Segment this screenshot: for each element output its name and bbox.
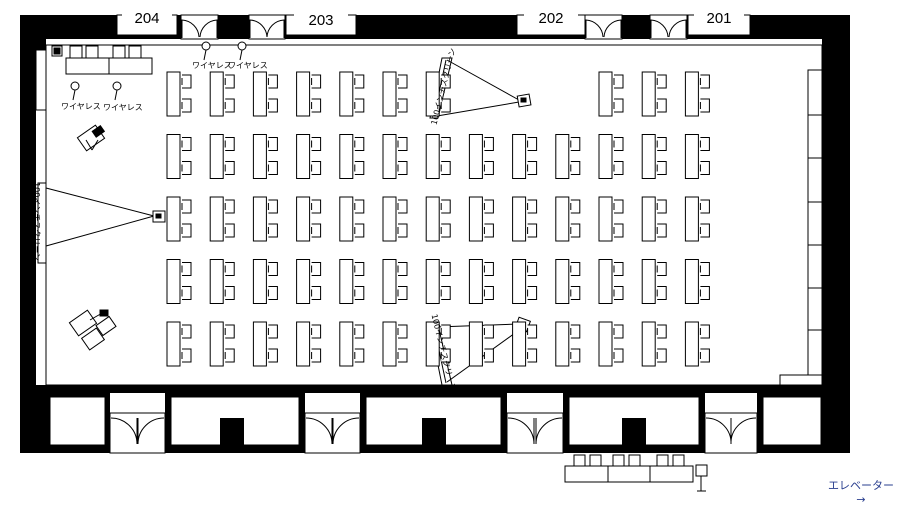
desk-seat: [512, 259, 538, 304]
desk-seat: [512, 196, 538, 242]
desk-seat: [555, 196, 581, 242]
desk-seat: [641, 259, 667, 304]
wireless-mics: [70, 41, 247, 101]
main-projection: [37, 182, 166, 264]
desk-seat: [512, 321, 538, 367]
desk-seat: [684, 134, 710, 179]
desk-seat: [598, 134, 624, 179]
desk-seat: [641, 321, 667, 367]
desk-seat: [296, 259, 322, 304]
elevator-label: エレベーター: [828, 479, 894, 492]
desk-seat: [641, 134, 667, 179]
desk-seat: [339, 134, 365, 179]
desk-seat: [209, 71, 235, 117]
desk-seat: [425, 259, 451, 304]
desk-seat: [339, 196, 365, 242]
desk-seat: [468, 134, 494, 179]
desk-seat: [425, 321, 451, 367]
desk-seat: [296, 196, 322, 242]
desk-seat: [339, 71, 365, 117]
desk-seat: [382, 259, 408, 304]
wireless-label-1: ワイヤレス: [192, 61, 232, 70]
desk-seat: [641, 71, 667, 117]
desk-seat: [252, 321, 278, 367]
desk-seat: [598, 259, 624, 304]
desk-seat: [252, 259, 278, 304]
desk-seat: [598, 71, 624, 117]
desk-seat: [598, 321, 624, 367]
desk-seat: [555, 321, 581, 367]
desk-seat: [209, 259, 235, 304]
desk-seat: [339, 259, 365, 304]
desk-seat: [209, 134, 235, 179]
reception-table: [564, 454, 708, 492]
desk-seat: [209, 196, 235, 242]
desk-seat: [166, 71, 192, 117]
bottom-compartments: [45, 393, 825, 453]
right-partition: [779, 69, 823, 386]
desk-seat: [209, 321, 235, 367]
desk-seat: [382, 321, 408, 367]
desk-seat: [382, 134, 408, 179]
desk-seat: [252, 196, 278, 242]
desk-seat: [382, 196, 408, 242]
desk-seat: [468, 259, 494, 304]
screen-label-main: 100インチスクリーン: [31, 182, 41, 261]
elevator-sign: エレベーター →: [828, 479, 894, 507]
podium-top: [76, 124, 106, 152]
desk-seat: [555, 259, 581, 304]
desk-seat: [382, 71, 408, 117]
desk-seat: [598, 196, 624, 242]
desk-seat: [166, 134, 192, 179]
desk-seat: [166, 259, 192, 304]
room-label-202: 202: [524, 10, 578, 27]
desk-seat: [296, 134, 322, 179]
wireless-label-2: ワイヤレス: [228, 61, 268, 70]
desk-seat: [252, 71, 278, 117]
desk-seat: [684, 196, 710, 242]
desk-seat: [468, 196, 494, 242]
desk-seat: [425, 196, 451, 242]
desk-seat: [512, 134, 538, 179]
desk-grid: [166, 71, 710, 367]
desk-seat: [555, 134, 581, 179]
desk-seat: [641, 196, 667, 242]
desk-seat: [468, 321, 494, 367]
head-table-top: [51, 45, 153, 75]
desk-seat: [296, 71, 322, 117]
desk-seat: [252, 134, 278, 179]
desk-seat: [425, 134, 451, 179]
desk-seat: [296, 321, 322, 367]
wireless-label-4: ワイヤレス: [103, 103, 143, 112]
left-wall-panel: [35, 49, 47, 111]
podium-bottom: [68, 309, 117, 351]
desk-seat: [684, 321, 710, 367]
wireless-label-3: ワイヤレス: [61, 102, 101, 111]
room-label-204: 204: [122, 10, 172, 27]
room-label-203: 203: [294, 12, 348, 29]
desk-seat: [166, 196, 192, 242]
desk-seat: [684, 71, 710, 117]
desk-seat: [684, 259, 710, 304]
desk-seat: [166, 321, 192, 367]
desk-seat: [425, 71, 451, 117]
room-label-201: 201: [694, 10, 744, 27]
bottom-doors: [109, 412, 758, 454]
elevator-arrow-icon: →: [856, 493, 866, 506]
top-doors: [181, 19, 687, 38]
desk-seat: [339, 321, 365, 367]
